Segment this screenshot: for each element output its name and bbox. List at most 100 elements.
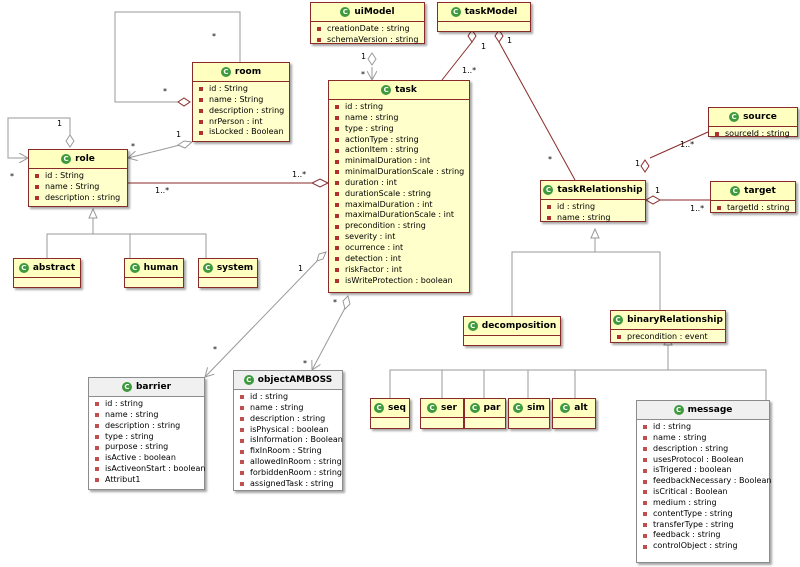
multiplicity-label: 1 xyxy=(507,36,513,45)
attribute-row: targetId : string xyxy=(711,203,795,214)
attribute-text: type : string xyxy=(105,431,154,441)
field-icon xyxy=(335,148,339,153)
attribute-row: name : string xyxy=(89,410,204,421)
attribute-row: name : String xyxy=(193,95,289,106)
field-icon xyxy=(335,127,339,132)
class-name: abstract xyxy=(32,263,76,273)
room-self-diamond xyxy=(177,97,191,107)
field-icon xyxy=(199,87,203,92)
attribute-text: schemaVersion : string xyxy=(327,34,419,44)
attribute-text: id : String xyxy=(209,84,248,93)
attribute-text: description : string xyxy=(105,420,181,430)
multiplicity-label: 1..* xyxy=(155,186,170,195)
field-icon xyxy=(335,224,339,229)
attribute-row: allowedInRoom : string xyxy=(234,457,342,468)
attribute-row: maximalDurationScale : int xyxy=(329,210,469,221)
attribute-text: feedback : string xyxy=(653,530,721,540)
attribute-row: controlObject : string xyxy=(637,541,769,552)
class-icon: C xyxy=(121,382,132,392)
multiplicity-label: * xyxy=(303,359,307,368)
field-icon xyxy=(95,402,99,407)
multiplicity-label: * xyxy=(10,172,14,181)
attribute-row: description : string xyxy=(193,106,289,117)
field-icon xyxy=(335,213,339,218)
field-icon xyxy=(335,105,339,110)
multiplicity-label: 1 xyxy=(635,159,641,168)
attribute-row: fixInRoom : String xyxy=(234,446,342,457)
task-barrier-diamond xyxy=(316,251,327,262)
class-name: binaryRelationship xyxy=(627,315,723,325)
attribute-row: isTrigered : boolean xyxy=(637,465,769,476)
attribute-row: Attribut1 xyxy=(89,475,204,486)
attribute-text: name : string xyxy=(653,432,707,442)
class-icon: C xyxy=(469,403,480,413)
class-name: alt xyxy=(574,403,588,413)
multiplicity-label: * xyxy=(131,142,135,151)
attribute-text: description : string xyxy=(250,413,326,423)
attribute-row: name : string xyxy=(329,113,469,124)
attribute-text: precondition : string xyxy=(345,221,426,231)
attribute-row: id : string xyxy=(89,399,204,410)
class-icon: C xyxy=(673,405,684,415)
attribute-list: sourceId : string xyxy=(709,127,797,142)
taskrel-generalization-arrow xyxy=(590,227,600,239)
attribute-row: name : String xyxy=(29,182,127,193)
attribute-text: id : string xyxy=(557,202,596,211)
field-icon xyxy=(95,456,99,461)
multiplicity-label: * xyxy=(548,155,552,164)
attribute-row: nrPerson : int xyxy=(193,117,289,128)
class-name: taskModel xyxy=(464,7,518,17)
attribute-text: durationScale : string xyxy=(345,188,431,198)
field-icon xyxy=(199,98,203,103)
attribute-text: severity : int xyxy=(345,232,396,242)
attribute-row: id : string xyxy=(541,202,645,213)
attribute-row: isActive : boolean xyxy=(89,453,204,464)
field-icon xyxy=(199,109,203,114)
attribute-text: isCritical : Boolean xyxy=(653,487,728,497)
attribute-row: isPhysical : boolean xyxy=(234,425,342,436)
attribute-text: Attribut1 xyxy=(105,474,141,484)
field-icon xyxy=(643,457,647,462)
attribute-row: severity : int xyxy=(329,232,469,243)
attribute-text: purpose : string xyxy=(105,442,169,452)
attribute-row: precondition : string xyxy=(329,221,469,232)
class-icon: C xyxy=(427,403,438,413)
class-icon: C xyxy=(513,403,524,413)
attribute-row: usesProtocol : Boolean xyxy=(637,455,769,466)
field-icon xyxy=(335,192,339,197)
class-name: message xyxy=(687,405,733,415)
field-icon xyxy=(643,479,647,484)
attribute-row: id : string xyxy=(329,102,469,113)
attribute-row: isInformation : Boolean xyxy=(234,435,343,446)
field-icon xyxy=(240,427,244,432)
attribute-row: maximalDuration : int xyxy=(329,200,469,211)
attribute-text: name : String xyxy=(45,181,100,191)
taskmodel-rel-association xyxy=(498,41,576,181)
taskrel-generalization xyxy=(511,238,661,316)
